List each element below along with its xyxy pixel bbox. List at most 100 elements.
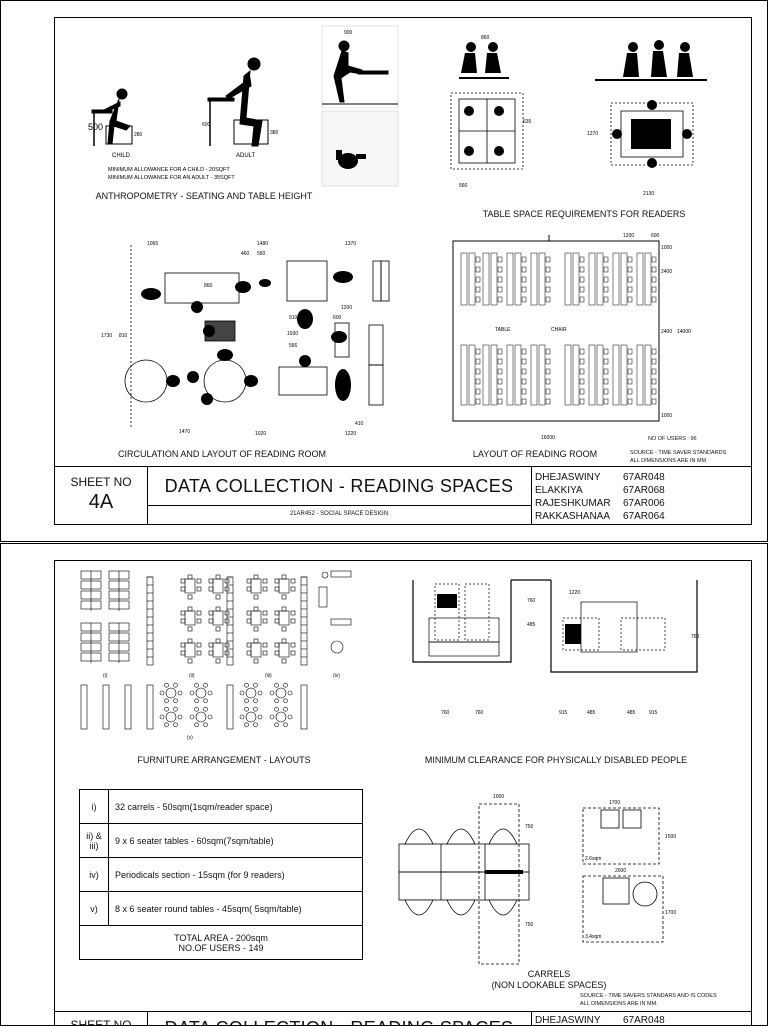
dim-1700b: 1700: [665, 910, 676, 916]
member-row: RAKKASHANAA 67AR064: [535, 510, 745, 523]
dim-1200: 1200: [623, 233, 634, 239]
round-table: [269, 706, 293, 728]
dim-2400a: 2400: [661, 269, 672, 275]
dim-760d: 760: [691, 634, 700, 640]
reading-room-layout: TABLE CHAIR 16000 14000 2400 2400 1000 1…: [452, 233, 691, 441]
carrels-title: CARRELS: [527, 969, 571, 979]
dim-1000: 1000: [493, 794, 504, 800]
shelf-strip-lower: [102, 684, 110, 730]
dim-1065: 1065: [147, 241, 158, 247]
shelf-strip: [146, 576, 154, 666]
area-text: 9 x 6 seater tables - 60sqm(7sqm/table): [108, 823, 363, 858]
six-seater-table: [180, 638, 202, 664]
dim-1370: 1370: [345, 241, 356, 247]
six-seater-table: [274, 574, 296, 600]
reading-table-unit: [636, 344, 657, 406]
area-row: v)8 x 6 seater round tables - 45sqm( 5sq…: [79, 891, 363, 926]
table-space-title: TABLE SPACE REQUIREMENTS FOR READERS: [482, 209, 686, 219]
dim-280: 280: [134, 132, 143, 138]
dim-1500: 1500: [665, 834, 676, 840]
reading-table-unit: [564, 344, 585, 406]
shelf-strip-lower: [300, 684, 308, 730]
dim-760a: 760: [527, 598, 536, 604]
dim-1730: 1730: [101, 333, 112, 339]
dim-600: 600: [202, 122, 211, 128]
carrel-block: [80, 570, 102, 611]
child-label: CHILD: [112, 153, 131, 159]
carrels-subtitle: (NON LOOKABLE SPACES): [491, 980, 607, 990]
reading-table-unit: [460, 344, 481, 406]
furniture-arrangement-drawing: (i) (ii) (iii) (iv) (v): [80, 570, 352, 741]
round-table: [189, 682, 213, 704]
round-table: [239, 682, 263, 704]
dim-2400b: 2400: [661, 329, 672, 335]
dim-1200: 1200: [341, 305, 352, 311]
reading-table-unit: [530, 344, 551, 406]
dim-1220: 1220: [345, 431, 356, 437]
member-id: 67AR006: [623, 498, 665, 509]
chair-label: CHAIR: [551, 327, 567, 333]
reading-table-unit: [564, 252, 585, 306]
dim-600: 600: [333, 315, 342, 321]
table-label: TABLE: [495, 327, 511, 333]
anthropometry-title: ANTHROPOMETRY - SEATING AND TABLE HEIGHT: [95, 191, 313, 201]
layout-title: LAYOUT OF READING ROOM: [472, 449, 598, 459]
reading-table-unit: [506, 252, 527, 306]
dim-16000: 16000: [541, 435, 555, 441]
dim-485b: 485: [587, 710, 596, 716]
six-seater-table: [274, 638, 296, 664]
course-code: 21AR452 - SOCIAL SPACE DESIGN: [289, 511, 389, 517]
six-seater-table: [208, 606, 230, 632]
area-text: 8 x 6 seater round tables - 45sqm( 5sqm/…: [108, 891, 363, 926]
sheet-title-b: DATA COLLECTION - READING SPACES: [147, 1018, 531, 1025]
dim-2130: 2130: [643, 191, 654, 197]
total-users: NO.OF USERS - 149: [178, 942, 264, 953]
member-id: 67AR048: [623, 472, 665, 483]
member-name: DHEJASWINY: [535, 472, 601, 483]
reading-table-unit: [482, 344, 503, 406]
dim-600: 600: [651, 233, 660, 239]
sheet-no-label-b: SHEET NO: [70, 1018, 132, 1026]
member-row: DHEJASWINY 67AR048: [535, 471, 745, 484]
sheet-no-value: 4A: [88, 491, 114, 513]
sheet-title: DATA COLLECTION - READING SPACES: [164, 476, 514, 496]
member-name: RAKKASHANAA: [535, 511, 611, 522]
dim-635: 635: [523, 119, 532, 125]
dim-566: 566: [289, 343, 298, 349]
periodicals-area: [318, 570, 352, 654]
layout-label-ii: (ii): [189, 673, 195, 679]
dim-14000: 14000: [677, 329, 691, 335]
area-key: i): [79, 789, 109, 824]
member-id: 67AR068: [623, 485, 665, 496]
reading-table-unit: [612, 252, 633, 306]
sheet-no-label: SHEET NO: [70, 475, 132, 489]
round-table: [189, 706, 213, 728]
carrel-block: [80, 622, 102, 663]
sheet-no-cell-b: SHEET NO: [55, 1012, 148, 1026]
reading-table-unit: [460, 252, 481, 306]
dim-560: 560: [257, 251, 266, 257]
table-space-drawing: 860 635 560 1270 2130: [450, 35, 707, 197]
dim-910: 910: [289, 315, 298, 321]
area-2-6sqm: 2.6sqm: [585, 856, 601, 862]
dim-560: 560: [459, 183, 468, 189]
area-text: 32 carrels - 50sqm(1sqm/reader space): [108, 789, 363, 824]
member-id: 67AR064: [623, 511, 665, 522]
area-row: iv)Periodicals section - 15sqm (for 9 re…: [79, 857, 363, 892]
area-key: v): [79, 891, 109, 926]
dim-1220: 1220: [569, 590, 580, 596]
anthropometry-drawing: 500 280 CHILD 600 380 ADULT MINIMUM ALLO…: [88, 25, 399, 187]
six-seater-table: [180, 606, 202, 632]
dim-1000b: 1000: [661, 413, 672, 419]
reading-table-unit: [482, 252, 503, 306]
dim-500: 500: [88, 122, 103, 132]
sheet-4a: 500 280 CHILD 600 380 ADULT MINIMUM ALLO…: [0, 0, 768, 542]
title-cell-b: DATA COLLECTION - READING SPACES: [147, 1012, 532, 1025]
dim-1480: 1480: [257, 241, 268, 247]
dim-485a: 485: [527, 622, 536, 628]
reading-room-tables: [460, 252, 657, 406]
